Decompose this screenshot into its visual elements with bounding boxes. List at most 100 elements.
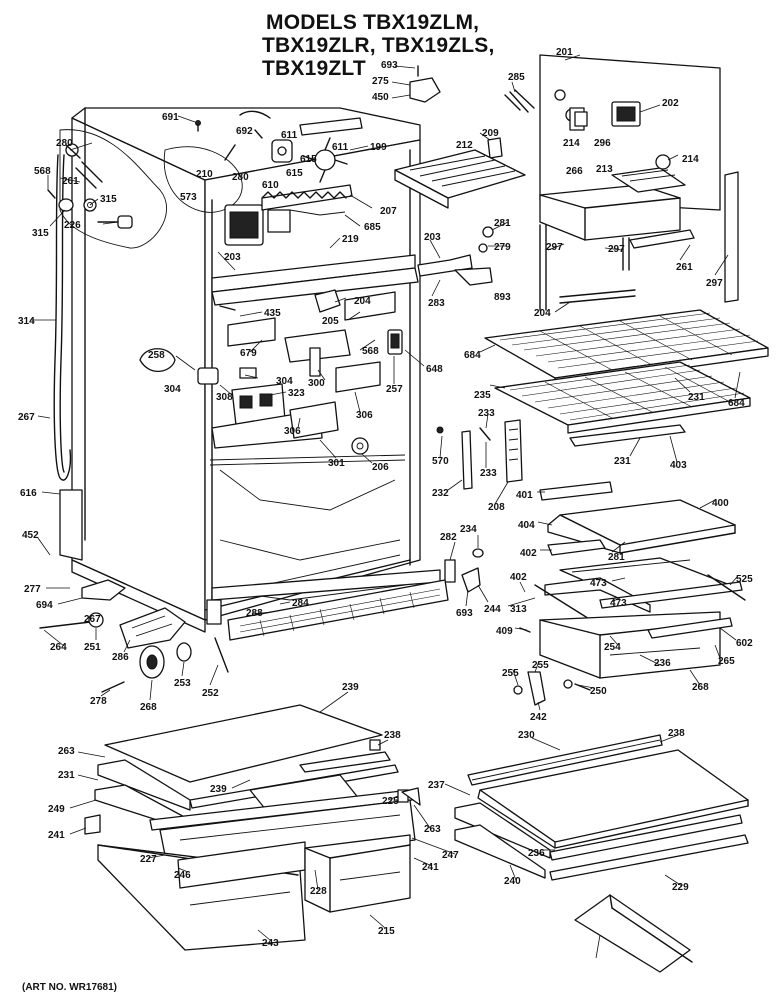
part-label: 893: [494, 292, 511, 303]
part-label: 694: [36, 600, 53, 611]
part-label: 258: [148, 350, 165, 361]
part-label: 402: [510, 572, 527, 583]
part-label: 403: [670, 460, 687, 471]
part-label: 297: [706, 278, 723, 289]
part-label: 252: [202, 688, 219, 699]
part-label: 400: [712, 498, 729, 509]
part-label: 233: [478, 408, 495, 419]
part-label: 267: [84, 614, 101, 625]
part-label: 602: [736, 638, 753, 649]
part-label: 435: [264, 308, 281, 319]
part-label: 570: [432, 456, 449, 467]
part-label: 315: [32, 228, 49, 239]
part-label: 296: [594, 138, 611, 149]
part-label: 297: [608, 244, 625, 255]
part-label: 452: [22, 530, 39, 541]
part-label: 238: [668, 728, 685, 739]
part-label: 611: [281, 130, 298, 141]
part-label: 279: [494, 242, 511, 253]
part-label: 205: [322, 316, 339, 327]
part-label: 314: [18, 316, 35, 327]
part-label: 226: [64, 220, 81, 231]
part-label: 280: [232, 172, 249, 183]
part-label: 249: [48, 804, 65, 815]
part-label: 615: [300, 154, 317, 165]
part-label: 616: [20, 488, 37, 499]
part-label: 450: [372, 92, 389, 103]
part-label: 315: [100, 194, 117, 205]
part-label: 281: [608, 552, 625, 563]
part-label: 231: [614, 456, 631, 467]
part-label: 277: [24, 584, 41, 595]
part-label: 297: [546, 242, 563, 253]
part-label: 236: [654, 658, 671, 669]
part-label: 234: [460, 524, 477, 535]
part-label: 679: [240, 348, 257, 359]
part-label: 263: [424, 824, 441, 835]
part-label: 235: [474, 390, 491, 401]
part-label: 264: [50, 642, 67, 653]
part-label: 693: [381, 60, 398, 71]
part-label: 242: [530, 712, 547, 723]
part-label: 255: [502, 668, 519, 679]
part-label: 284: [292, 598, 309, 609]
part-label: 275: [372, 76, 389, 87]
left-hardware-parts: [47, 120, 201, 229]
part-label: 283: [428, 298, 445, 309]
part-label: 253: [174, 678, 191, 689]
part-label: 268: [692, 682, 709, 693]
part-label: 241: [48, 830, 65, 841]
right-upper-assembly: [394, 54, 739, 311]
part-label: 684: [728, 398, 745, 409]
part-label: 238: [384, 730, 401, 741]
part-label: 247: [442, 850, 459, 861]
part-label: 207: [380, 206, 397, 217]
part-label: 313: [510, 604, 527, 615]
part-label: 231: [58, 770, 75, 781]
part-label: 203: [424, 232, 441, 243]
part-label: 261: [62, 176, 79, 187]
part-label: 239: [210, 784, 227, 795]
part-label: 525: [736, 574, 753, 585]
part-label: 219: [342, 234, 359, 245]
part-label: 214: [682, 154, 699, 165]
part-label: 306: [284, 426, 301, 437]
lower-right-shelves: [454, 734, 749, 973]
part-label: 691: [162, 112, 179, 123]
part-label: 228: [310, 886, 327, 897]
part-label: 204: [534, 308, 551, 319]
part-label: 265: [718, 656, 735, 667]
part-label: 231: [688, 392, 705, 403]
part-label: 263: [58, 746, 75, 757]
part-label: 288: [246, 608, 263, 619]
part-label: 610: [262, 180, 279, 191]
freezer-basket-243: [304, 834, 411, 913]
part-label: 409: [496, 626, 513, 637]
wire-shelves: [436, 309, 769, 490]
part-label: 212: [456, 140, 473, 151]
part-label: 250: [590, 686, 607, 697]
part-label: 243: [262, 938, 279, 949]
part-label: 266: [566, 166, 583, 177]
models-title-line-1: MODELS TBX19ZLM,: [266, 11, 480, 34]
part-label: 232: [432, 488, 449, 499]
grille-288: [227, 579, 449, 641]
part-label: 280: [56, 138, 73, 149]
part-label: 244: [484, 604, 501, 615]
part-label: 240: [504, 876, 521, 887]
part-label: 230: [518, 730, 535, 741]
part-label: 300: [308, 378, 325, 389]
part-label: 209: [482, 128, 499, 139]
part-label: 692: [236, 126, 253, 137]
part-label: 261: [676, 262, 693, 273]
part-label: 215: [378, 926, 395, 937]
part-label: 281: [494, 218, 511, 229]
part-label: 611: [332, 142, 349, 153]
part-label: 473: [610, 598, 627, 609]
freezer-shelf-and-baskets: [84, 704, 421, 951]
part-label: 308: [216, 392, 233, 403]
refrigerator-cabinet: [53, 107, 441, 633]
part-label: 254: [604, 642, 621, 653]
part-label: 203: [224, 252, 241, 263]
